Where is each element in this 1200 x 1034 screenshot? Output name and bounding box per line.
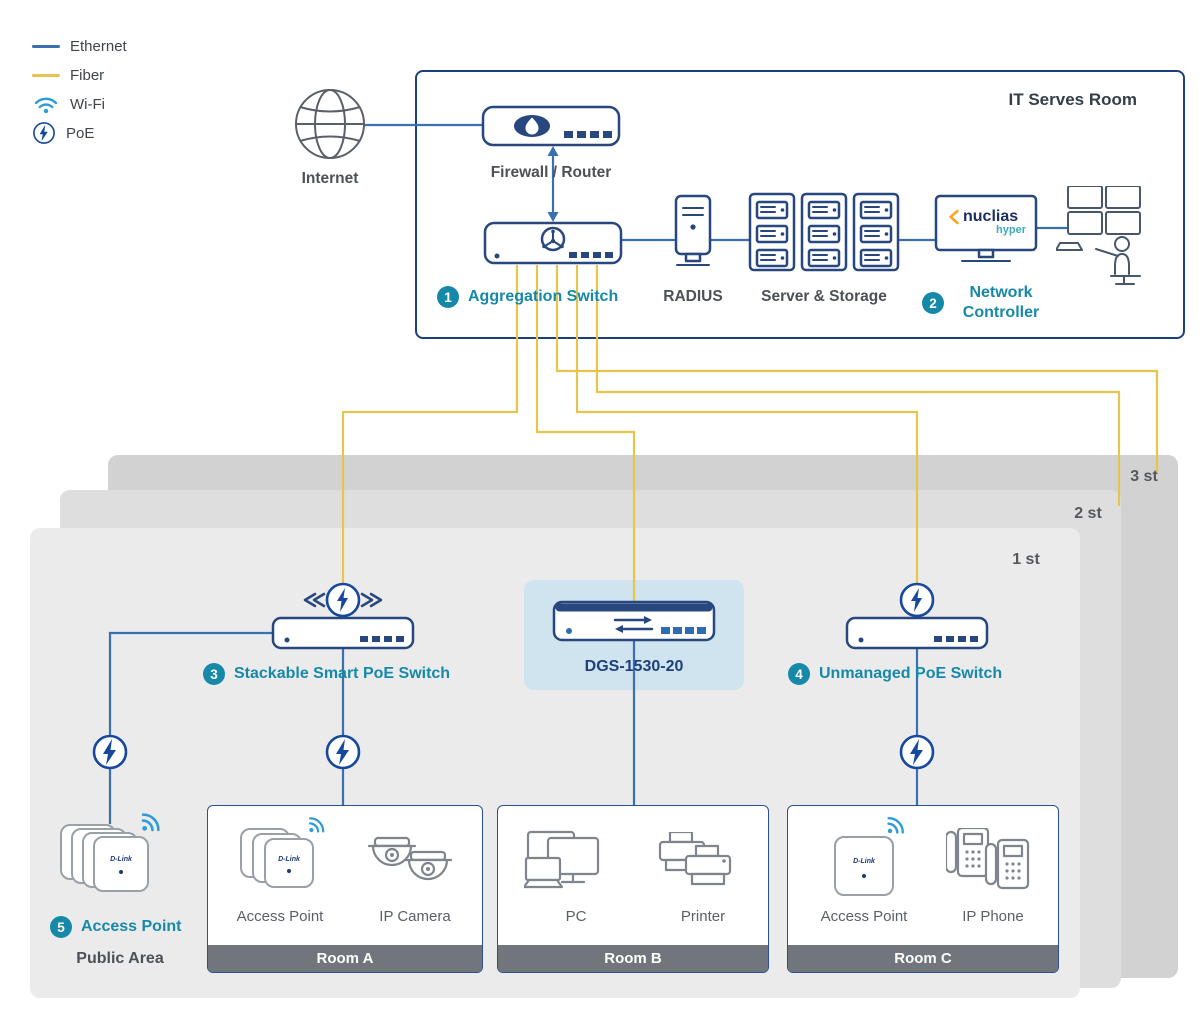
aggregation-switch-device <box>483 221 623 265</box>
ap-brand-label: D-Link <box>278 856 300 863</box>
step-4-badge: 4 <box>788 663 810 685</box>
room-a-footer: Room A <box>208 945 482 972</box>
access-point-icon: D-Link <box>264 838 314 888</box>
nuclias-sub: hyper <box>996 224 1026 236</box>
stackable-label-row: 3 Stackable Smart PoE Switch <box>203 663 450 685</box>
ap-status-dot <box>287 869 291 873</box>
pc-icon <box>524 830 600 889</box>
ap-status-dot <box>862 874 866 878</box>
ip-phone-icon <box>946 828 1030 890</box>
radius-label: RADIUS <box>663 288 723 305</box>
legend-wifi-label: Wi-Fi <box>70 95 105 113</box>
room-a-panel: D-Link Access Point IP Camera Room <box>207 805 483 973</box>
legend-wifi: Wi-Fi <box>32 94 127 114</box>
poe-icon <box>92 734 128 770</box>
nuclias-logo: nuclias hyper <box>948 208 1026 236</box>
ap-status-dot <box>119 870 123 874</box>
poe-icon <box>33 122 55 144</box>
firewall-label: Firewall / Router <box>490 164 612 181</box>
aggregation-label: Aggregation Switch <box>468 288 619 305</box>
floor-3-label: 3 st <box>1130 468 1158 485</box>
room-c-item1-label: Access Point <box>820 908 908 925</box>
stackable-poe-switch-device <box>271 582 415 650</box>
poe-icon <box>899 734 935 770</box>
legend-fiber: Fiber <box>32 65 127 85</box>
internet-globe-icon <box>295 89 365 159</box>
it-room-title: IT Serves Room <box>1008 90 1138 109</box>
ap-brand-label: D-Link <box>110 856 132 863</box>
dgs-label: DGS-1530-20 <box>584 658 684 675</box>
room-c-footer: Room C <box>788 945 1058 972</box>
flame-icon <box>525 117 539 135</box>
room-b-item1-label: PC <box>565 908 587 925</box>
controller-label: Network Controller <box>962 284 1040 321</box>
room-b-footer: Room B <box>498 945 768 972</box>
ap-brand-label: D-Link <box>853 858 875 865</box>
firewall-router-device <box>481 105 621 147</box>
nuclias-chevron-icon <box>949 209 959 225</box>
room-c-panel: D-Link <box>787 805 1059 973</box>
room-c-item2-label: IP Phone <box>962 908 1024 925</box>
legend-ethernet: Ethernet <box>32 36 127 56</box>
wifi-icon <box>308 817 325 833</box>
access-point-icon: D-Link <box>93 836 149 892</box>
legend-poe-label: PoE <box>66 124 95 142</box>
operator-workstation-icon <box>1056 186 1141 285</box>
fiber-line-swatch <box>32 73 60 77</box>
stackable-label: Stackable Smart PoE Switch <box>234 665 451 682</box>
wifi-icon <box>141 813 160 832</box>
ethernet-line-swatch <box>32 44 60 48</box>
room-a-item1-label: Access Point <box>236 908 324 925</box>
step-2-badge: 2 <box>922 292 944 314</box>
step-1-badge: 1 <box>437 286 459 308</box>
radius-server-icon <box>674 194 712 266</box>
unmanaged-poe-switch-device <box>845 582 989 650</box>
legend-fiber-label: Fiber <box>70 66 105 84</box>
unmanaged-label: Unmanaged PoE Switch <box>819 665 1003 682</box>
room-a-item2-label: IP Camera <box>379 908 451 925</box>
legend-poe: PoE <box>32 122 127 144</box>
wifi-icon <box>887 817 904 834</box>
room-b-item2-label: Printer <box>680 908 726 925</box>
server-storage-label: Server & Storage <box>761 288 887 305</box>
public-area-label: Public Area <box>76 950 164 967</box>
legend: Ethernet Fiber Wi-Fi PoE <box>32 36 127 144</box>
unmanaged-label-row: 4 Unmanaged PoE Switch <box>788 663 1002 685</box>
nuclias-brand: nuclias <box>963 208 1019 225</box>
step-5-badge: 5 <box>50 916 72 938</box>
step-3-badge: 3 <box>203 663 225 685</box>
server-storage-icon <box>748 192 900 272</box>
wifi-icon <box>34 97 58 114</box>
printer-icon <box>658 832 732 886</box>
room-a-access-point-stack: D-Link <box>240 817 325 894</box>
access-point-icon: D-Link <box>834 836 894 896</box>
network-controller-monitor <box>934 194 1038 262</box>
floor-1-label: 1 st <box>1012 551 1040 568</box>
public-ap-label-row: 5 Access Point <box>50 916 181 938</box>
internet-label: Internet <box>301 170 359 187</box>
dgs-1530-20-device <box>552 600 716 642</box>
floor-2-label: 2 st <box>1074 505 1102 522</box>
room-b-panel: PC Printer Room B <box>497 805 769 973</box>
aggregation-label-row: 1 Aggregation Switch <box>437 286 618 308</box>
poe-icon <box>325 734 361 770</box>
public-ap-label: Access Point <box>81 918 182 935</box>
ip-camera-icon <box>367 836 453 881</box>
room-c-access-point: D-Link <box>834 817 904 896</box>
legend-ethernet-label: Ethernet <box>70 37 127 55</box>
public-access-point-stack: D-Link <box>60 813 160 894</box>
